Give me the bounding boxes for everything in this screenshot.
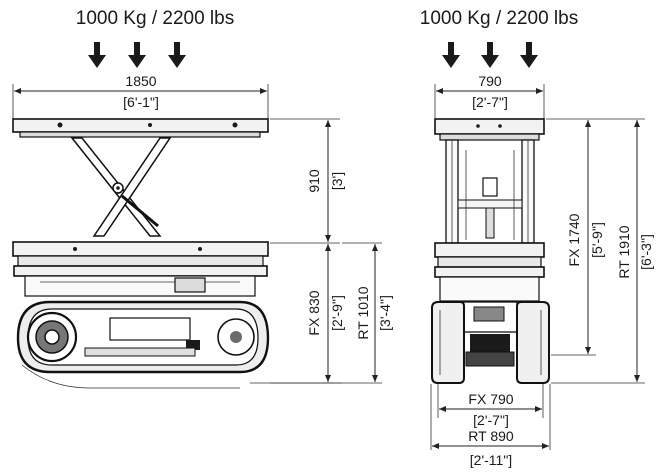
front-scissor-stack [445, 139, 535, 244]
side-load-label: 1000 Kg / 2200 lbs [76, 8, 234, 29]
front-rt-height-ft: [6'-3"] [638, 234, 654, 270]
front-platform [434, 118, 545, 141]
side-fx-height-dimension: FX 830 [2'-9"] [270, 244, 345, 384]
front-rt-track-width-dimension: RT 890 [2'-11"] [430, 384, 551, 468]
side-rt-height-dimension: RT 1010 [3'-4"] [250, 242, 393, 384]
side-width-mm: 1850 [125, 73, 156, 89]
side-rt-height: RT 1010 [355, 286, 371, 339]
front-left-track [431, 301, 465, 384]
front-right-track [516, 301, 550, 384]
side-track [16, 300, 270, 389]
front-fx-track-width-dimension: FX 790 [2'-7"] [437, 384, 544, 428]
side-lift-ft: [3'] [329, 172, 345, 190]
load-arrow-icon [128, 42, 146, 68]
load-arrow-icon [520, 42, 538, 68]
front-fx-height: FX 1740 [566, 213, 582, 266]
front-width-ft: [2'-7"] [472, 94, 508, 110]
front-load-arrows [442, 42, 538, 68]
front-fx-track-width-ft: [2'-7"] [473, 412, 509, 428]
front-rt-height-dimension: RT 1910 [6'-3"] [551, 118, 654, 384]
front-load-label: 1000 Kg / 2200 lbs [420, 8, 578, 29]
front-view: 1000 Kg / 2200 lbs 790 [2'-7"] [420, 8, 654, 468]
side-load-arrows [88, 42, 186, 68]
side-rt-height-ft: [3'-4"] [377, 295, 393, 331]
load-arrow-icon [442, 42, 460, 68]
side-fx-height-ft: [2'-9"] [329, 295, 345, 331]
side-fx-height: FX 830 [306, 290, 322, 335]
load-arrow-icon [481, 42, 499, 68]
front-rt-track-width: RT 890 [468, 428, 514, 444]
load-arrow-icon [168, 42, 186, 68]
front-platform-width-dimension: 790 [2'-7"] [434, 73, 545, 120]
front-rt-height: RT 1910 [616, 225, 632, 278]
side-lift-dimension: 910 [3'] [270, 118, 345, 244]
side-view: 1000 Kg / 2200 lbs 1850 [6'-1"] [12, 8, 393, 389]
side-width-dimension: 1850 [6'-1"] [12, 73, 269, 120]
front-fx-track-width: FX 790 [468, 391, 513, 407]
front-chassis [434, 242, 545, 367]
side-chassis [12, 241, 269, 297]
side-scissor-arms [70, 137, 172, 237]
load-arrow-icon [88, 42, 106, 68]
front-width-mm: 790 [478, 73, 502, 89]
front-fx-height-ft: [5'-9"] [589, 222, 605, 258]
side-width-ft: [6'-1"] [123, 94, 159, 110]
front-rt-track-width-ft: [2'-11"] [470, 452, 512, 468]
side-platform [12, 118, 269, 138]
side-lift-mm: 910 [306, 169, 322, 193]
front-fx-height-dimension: FX 1740 [5'-9"] [546, 118, 605, 356]
